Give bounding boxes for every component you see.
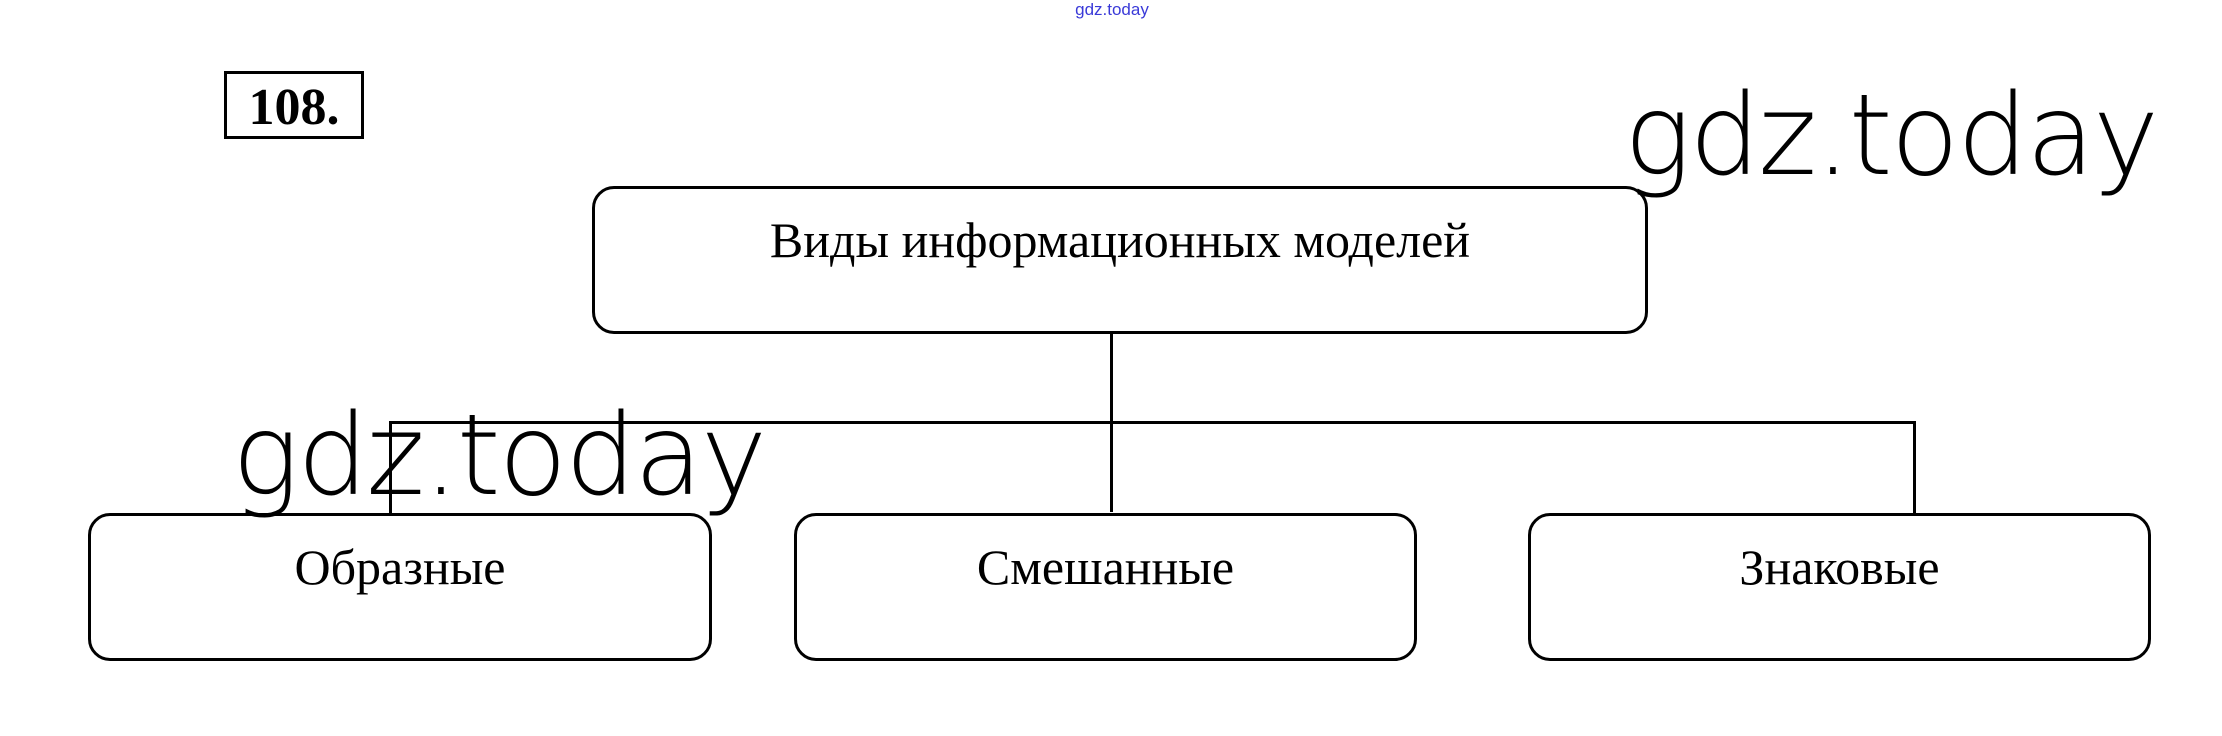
root-node-label: Виды информационных моделей [769, 212, 1471, 268]
watermark: gdz.today [1624, 71, 2159, 201]
connector-left [389, 421, 392, 513]
watermark: gdz.today [232, 391, 767, 521]
child-node-label: Знаковые [1739, 539, 1940, 595]
connector-right [1913, 421, 1916, 513]
child-node-label: Смешанные [976, 539, 1235, 595]
child-node-symbolic: Знаковые [1528, 513, 2151, 661]
watermark-link[interactable]: gdz.today [1075, 0, 1149, 19]
connector-horizontal [389, 421, 1916, 424]
exercise-number: 108. [224, 71, 364, 139]
child-node-figurative: Образные [88, 513, 712, 661]
child-node-mixed: Смешанные [794, 513, 1417, 661]
child-node-label: Образные [294, 539, 506, 595]
root-node: Виды информационных моделей [592, 186, 1648, 334]
